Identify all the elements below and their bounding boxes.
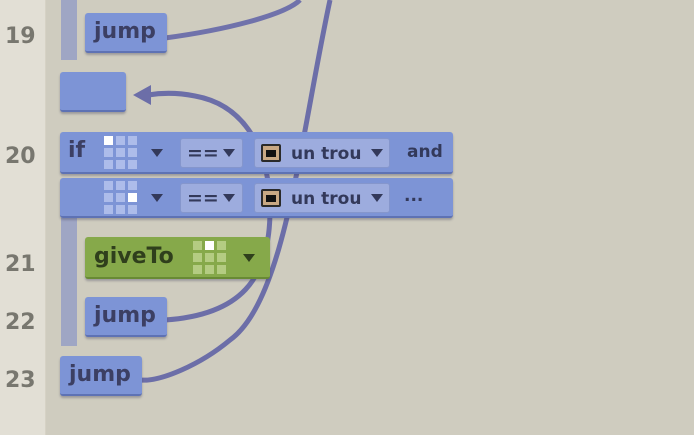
wire-arrowhead xyxy=(133,85,151,105)
wire-jump-19 xyxy=(164,0,302,41)
direction-grid-icon xyxy=(193,241,226,274)
value-label: un trou xyxy=(291,144,362,164)
line-number-gutter xyxy=(0,0,46,435)
jump-target-block[interactable] xyxy=(60,72,126,112)
scope-bar-if-body xyxy=(61,218,77,346)
operator-label: == xyxy=(187,142,219,164)
condition-row-2[interactable]: == un trou ... xyxy=(60,178,453,218)
value-dropdown[interactable]: un trou xyxy=(254,138,390,168)
jump-block-19[interactable]: jump xyxy=(85,13,167,53)
chevron-down-icon xyxy=(371,149,383,157)
operator-label: == xyxy=(187,187,219,209)
jump-label: jump xyxy=(69,362,131,387)
if-keyword: if xyxy=(68,138,86,163)
chevron-down-icon[interactable] xyxy=(151,194,163,202)
value-dropdown-2[interactable]: un trou xyxy=(254,183,390,213)
more-connector[interactable]: ... xyxy=(404,186,424,206)
jump-block-23[interactable]: jump xyxy=(60,356,142,396)
jump-label: jump xyxy=(94,303,156,328)
chevron-down-icon xyxy=(371,194,383,202)
hole-tile-icon xyxy=(261,189,281,207)
chevron-down-icon[interactable] xyxy=(243,254,255,262)
direction-grid-icon xyxy=(104,181,137,214)
wire-jump-23 xyxy=(139,0,333,383)
operator-dropdown[interactable]: == xyxy=(180,138,243,168)
line-number-23: 23 xyxy=(5,368,36,393)
and-connector[interactable]: and xyxy=(407,142,443,162)
line-number-20: 20 xyxy=(5,144,36,169)
line-number-19: 19 xyxy=(5,24,36,49)
operator-dropdown-2[interactable]: == xyxy=(180,183,243,213)
jump-label: jump xyxy=(94,19,156,44)
line-number-22: 22 xyxy=(5,310,36,335)
scope-bar-top xyxy=(61,0,77,60)
chevron-down-icon[interactable] xyxy=(151,149,163,157)
line-number-21: 21 xyxy=(5,252,36,277)
chevron-down-icon xyxy=(223,194,235,202)
giveTo-block[interactable]: giveTo xyxy=(85,237,270,279)
chevron-down-icon xyxy=(223,149,235,157)
value-label: un trou xyxy=(291,189,362,209)
direction-grid-icon xyxy=(104,136,137,169)
giveTo-label: giveTo xyxy=(94,244,174,269)
jump-block-22[interactable]: jump xyxy=(85,297,167,337)
hole-tile-icon xyxy=(261,144,281,162)
if-block[interactable]: if == un trou and xyxy=(60,132,453,174)
